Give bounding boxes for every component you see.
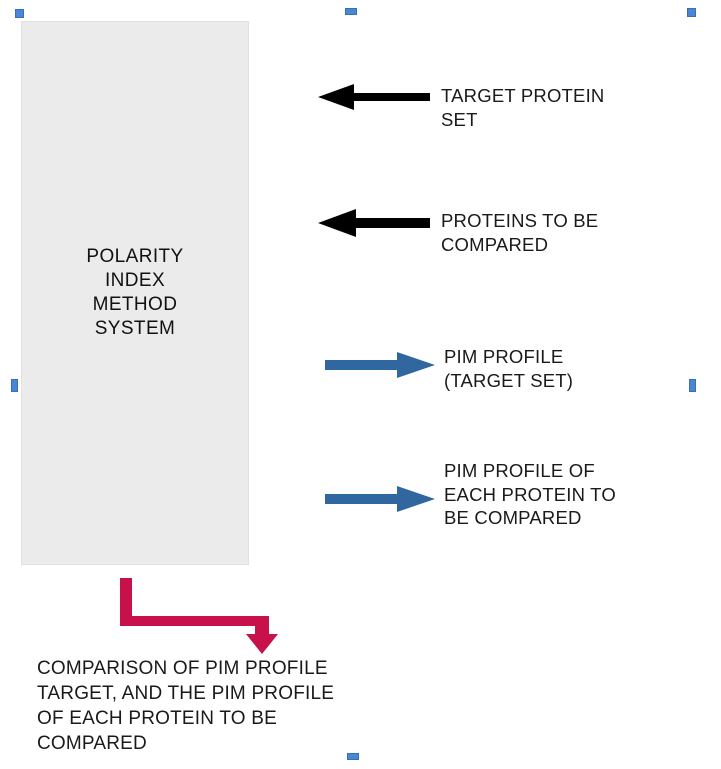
process-box[interactable]: POLARITY INDEX METHOD SYSTEM xyxy=(21,21,249,565)
callout-label-proteins-to-be-compared: PROTEINS TO BE COMPARED xyxy=(441,210,599,255)
arrow-right-blue-icon xyxy=(325,352,435,378)
process-box-label: POLARITY INDEX METHOD SYSTEM xyxy=(86,246,184,339)
callout-label-pim-profile-target-set: PIM PROFILE (TARGET SET) xyxy=(444,346,574,391)
callout-label-pim-profile-each-protein: PIM PROFILE OF EACH PROTEIN TO BE COMPAR… xyxy=(444,460,616,528)
arrow-left-black-icon xyxy=(318,209,430,237)
handle-top-left[interactable] xyxy=(15,9,24,18)
handle-top-center[interactable] xyxy=(345,8,357,15)
handle-middle-right[interactable] xyxy=(689,379,696,392)
arrow-left-black-icon xyxy=(318,84,430,110)
handle-top-right[interactable] xyxy=(687,8,696,17)
handle-middle-left[interactable] xyxy=(11,379,18,392)
arrow-right-blue-icon xyxy=(325,486,435,512)
handle-bottom-center[interactable] xyxy=(347,753,359,760)
output-caption: COMPARISON OF PIM PROFILE TARGET, AND TH… xyxy=(37,658,335,754)
arrow-elbow-down-red-icon[interactable] xyxy=(110,570,300,660)
callout-label-target-protein-set: TARGET PROTEIN SET xyxy=(441,85,605,130)
